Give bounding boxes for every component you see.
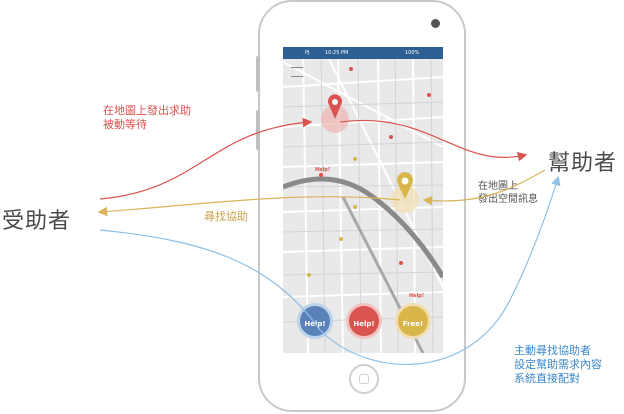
helper-action-note: 在地圖上 發出空閒訊息 [478, 180, 538, 206]
free-button-gold[interactable]: Free! [395, 303, 431, 339]
phone-side-button-bottom [256, 110, 260, 150]
find-help-note: 尋找協助 [204, 210, 248, 223]
seeker-action-line2: 被動等待 [103, 118, 147, 131]
match-note: 主動尋找協助者 設定幫助需求內容 系統直接配對 [514, 344, 602, 386]
menu-icon[interactable] [291, 67, 303, 77]
match-line1: 主動尋找協助者 [514, 344, 591, 357]
help-button-blue[interactable]: Help! [297, 303, 333, 339]
seeker-label: 受助者 [2, 209, 72, 234]
status-carrier: PJ [305, 50, 310, 56]
home-button[interactable] [349, 364, 379, 394]
helper-action-line1: 在地圖上 [478, 181, 518, 192]
status-bar: PJ 10:25 PM 100% [283, 47, 443, 59]
match-line3: 系統直接配對 [514, 372, 580, 385]
seeker-action-note: 在地圖上發出求助 被動等待 [103, 104, 191, 132]
phone-screen: PJ 10:25 PM 100% Help! Help! Help! Help!… [283, 47, 443, 353]
map-help-tag: Help! [315, 167, 331, 173]
helper-label: 幫助者 [548, 151, 618, 176]
help-button-red[interactable]: Help! [346, 303, 382, 339]
match-line2: 設定幫助需求內容 [514, 358, 602, 371]
phone-camera [431, 19, 440, 28]
status-time: 10:25 PM [325, 50, 349, 56]
phone-side-button-top [256, 56, 260, 92]
home-button-square [359, 374, 369, 384]
seeker-action-line1: 在地圖上發出求助 [103, 104, 191, 117]
free-button-tag: Help! [409, 293, 425, 299]
status-battery: 100% [405, 50, 420, 56]
helper-action-line2: 發出空閒訊息 [478, 194, 538, 205]
